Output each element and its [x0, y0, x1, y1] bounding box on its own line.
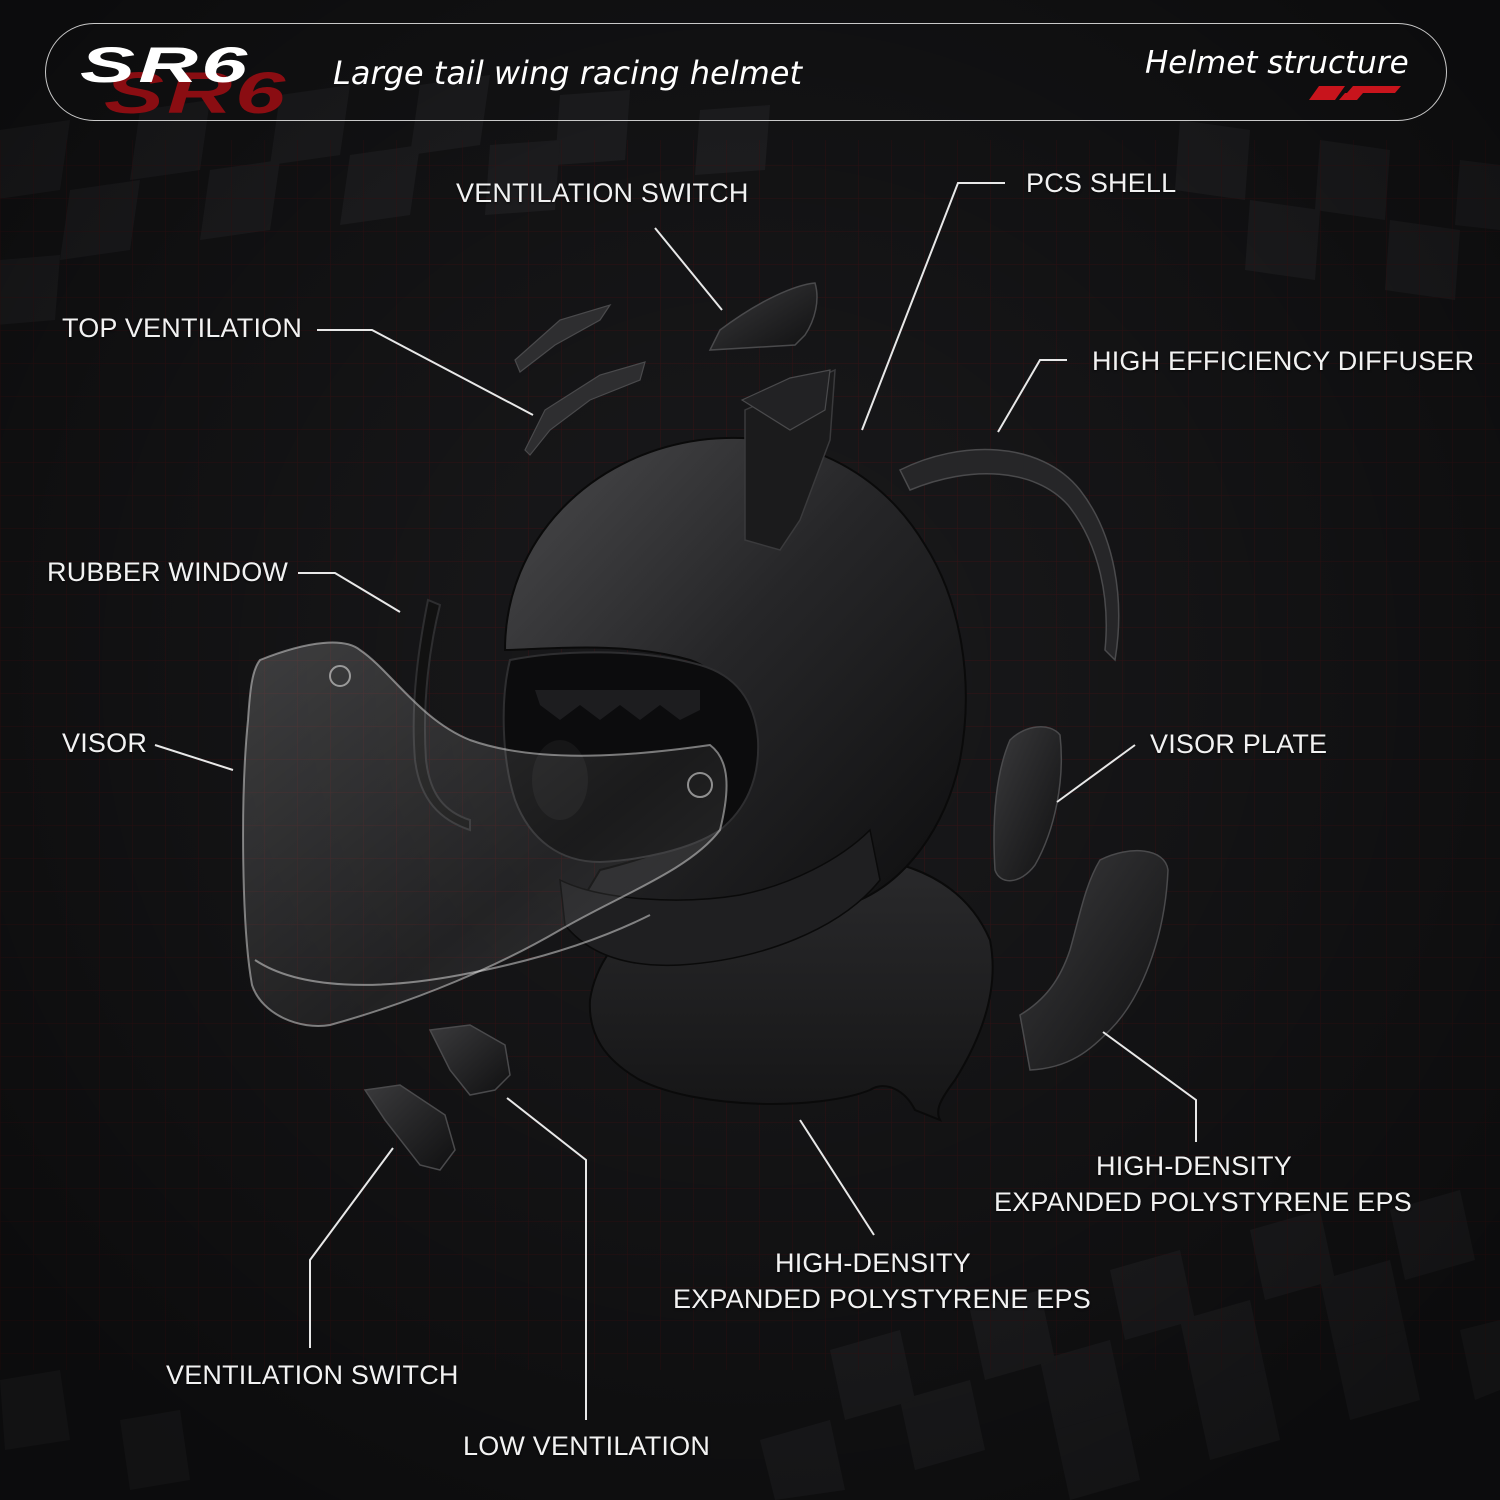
helmet-exploded-view — [242, 282, 1169, 1171]
label-ventilation-switch-top: VENTILATION SWITCH — [456, 178, 749, 208]
label-pcs-shell: PCS SHELL — [1026, 168, 1177, 198]
leader-diffuser — [997, 359, 1067, 433]
leader-visor — [154, 744, 234, 771]
label-high-efficiency-diffuser: HIGH EFFICIENCY DIFFUSER — [1092, 346, 1475, 376]
leader-pcs-shell — [861, 182, 1005, 431]
ventilation-switch-top-part — [708, 282, 818, 351]
visor-pivot-left — [329, 665, 351, 687]
label-rubber-window: RUBBER WINDOW — [47, 557, 289, 587]
label-low-ventilation: LOW VENTILATION — [463, 1431, 711, 1461]
label-top-ventilation: TOP VENTILATION — [62, 313, 303, 343]
callout-leader-lines — [154, 182, 1197, 1420]
label-eps-center: HIGH-DENSITY EXPANDED POLYSTYRENE EPS — [673, 1245, 1091, 1317]
section-title: Helmet structure — [1145, 45, 1409, 81]
leader-rubber-window — [298, 572, 401, 613]
top-ventilation-part-2 — [524, 361, 646, 456]
brand-logo: SR6 SR6 — [80, 36, 330, 126]
leader-ventilation-switch-bottom — [309, 1147, 394, 1348]
label-visor-plate: VISOR PLATE — [1150, 729, 1328, 759]
top-ventilation-part-1 — [514, 303, 612, 373]
red-stripe-accent — [1309, 86, 1401, 100]
leader-ventilation-switch-top — [654, 227, 723, 311]
visor-pivot-right — [687, 772, 713, 798]
label-eps-right: HIGH-DENSITY EXPANDED POLYSTYRENE EPS — [994, 1148, 1412, 1220]
label-eps-right-line2: EXPANDED POLYSTYRENE EPS — [994, 1187, 1412, 1217]
brand-logo-shadow: SR6 — [104, 61, 289, 126]
vent-shell-part — [740, 369, 831, 431]
interior-padding — [535, 690, 700, 720]
label-ventilation-switch-bottom: VENTILATION SWITCH — [166, 1360, 459, 1390]
product-subtitle: Large tail wing racing helmet — [333, 54, 802, 92]
high-efficiency-diffuser — [898, 448, 1120, 662]
brand-logo-text: SR6 — [80, 37, 251, 93]
visor-lower-edge — [254, 914, 651, 986]
header-bar — [45, 23, 1447, 121]
leader-visor-plate — [1056, 744, 1136, 803]
leader-eps-right — [1102, 1031, 1197, 1142]
eps-side-piece — [1019, 849, 1169, 1071]
ventilation-switch-bottom-part — [363, 1084, 456, 1171]
chin-bar — [559, 828, 881, 967]
visor — [242, 641, 728, 1027]
leader-low-ventilation — [506, 1097, 587, 1420]
leader-top-ventilation — [317, 329, 534, 416]
label-eps-center-line2: EXPANDED POLYSTYRENE EPS — [673, 1284, 1091, 1314]
leader-eps-center — [799, 1119, 875, 1236]
low-ventilation-part — [428, 1024, 511, 1096]
visor-plate — [993, 726, 1063, 882]
label-eps-right-line1: HIGH-DENSITY — [1096, 1151, 1292, 1181]
label-visor: VISOR — [62, 728, 148, 758]
label-eps-center-line1: HIGH-DENSITY — [775, 1248, 971, 1278]
